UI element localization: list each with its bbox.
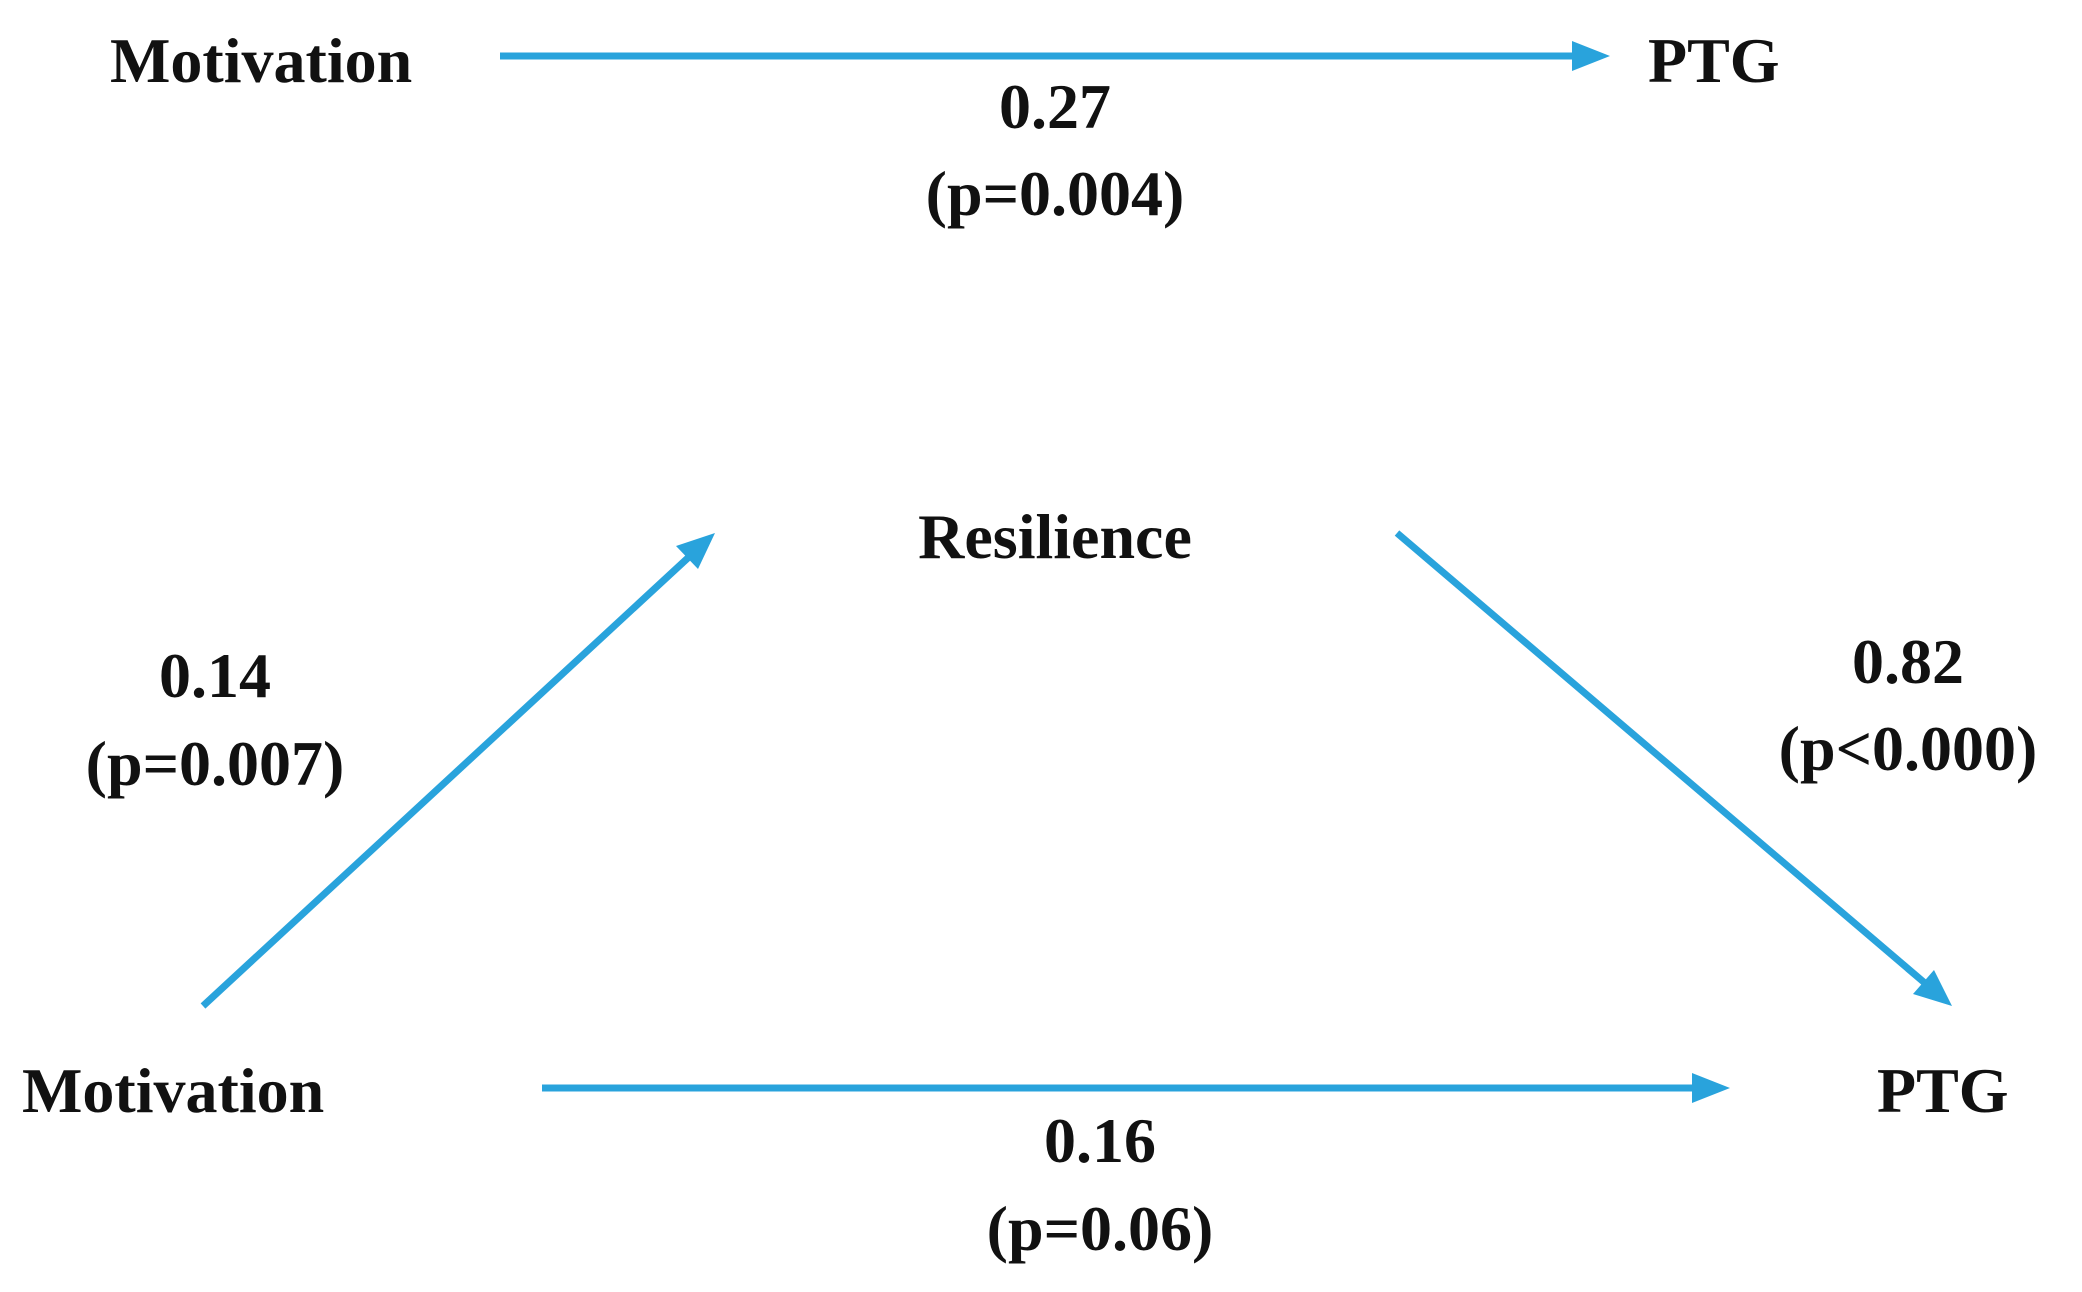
- total-effect-model: Motivation PTG 0.27 (p=0.004): [110, 25, 1780, 229]
- path-b-coefficient: 0.82: [1852, 626, 1964, 697]
- mediation-model: Resilience 0.14 (p=0.007) 0.82 (p<0.000)…: [22, 501, 2037, 1264]
- predictor-label: Motivation: [22, 1055, 324, 1126]
- path-c-prime-coefficient: 0.16: [1044, 1105, 1156, 1176]
- mediator-label: Resilience: [918, 501, 1192, 572]
- path-b-p-value: (p<0.000): [1779, 713, 2038, 784]
- total-effect-arrowhead-icon: [1572, 41, 1610, 71]
- path-c-prime-p-value: (p=0.06): [987, 1193, 1214, 1264]
- outcome-label: PTG: [1877, 1055, 2009, 1126]
- path-b-arrow: [1394, 530, 1952, 1006]
- path-c-prime-arrowhead-icon: [1692, 1073, 1730, 1103]
- path-b-arrowhead-icon: [1913, 970, 1952, 1006]
- path-a-p-value: (p=0.007): [86, 728, 345, 799]
- path-b-arrow-shaft: [1394, 530, 1929, 987]
- path-a-coefficient: 0.14: [159, 640, 271, 711]
- path-a-arrow: [200, 533, 715, 1009]
- total-effect-coefficient: 0.27: [999, 71, 1111, 142]
- path-a-arrow-shaft: [200, 553, 693, 1009]
- path-a-arrowhead-icon: [676, 533, 715, 569]
- path-c-prime-arrow: [542, 1073, 1730, 1103]
- total-effect-predictor-label: Motivation: [110, 25, 412, 96]
- total-effect-arrow: [500, 41, 1610, 71]
- total-effect-outcome-label: PTG: [1648, 25, 1780, 96]
- total-effect-p-value: (p=0.004): [926, 158, 1185, 229]
